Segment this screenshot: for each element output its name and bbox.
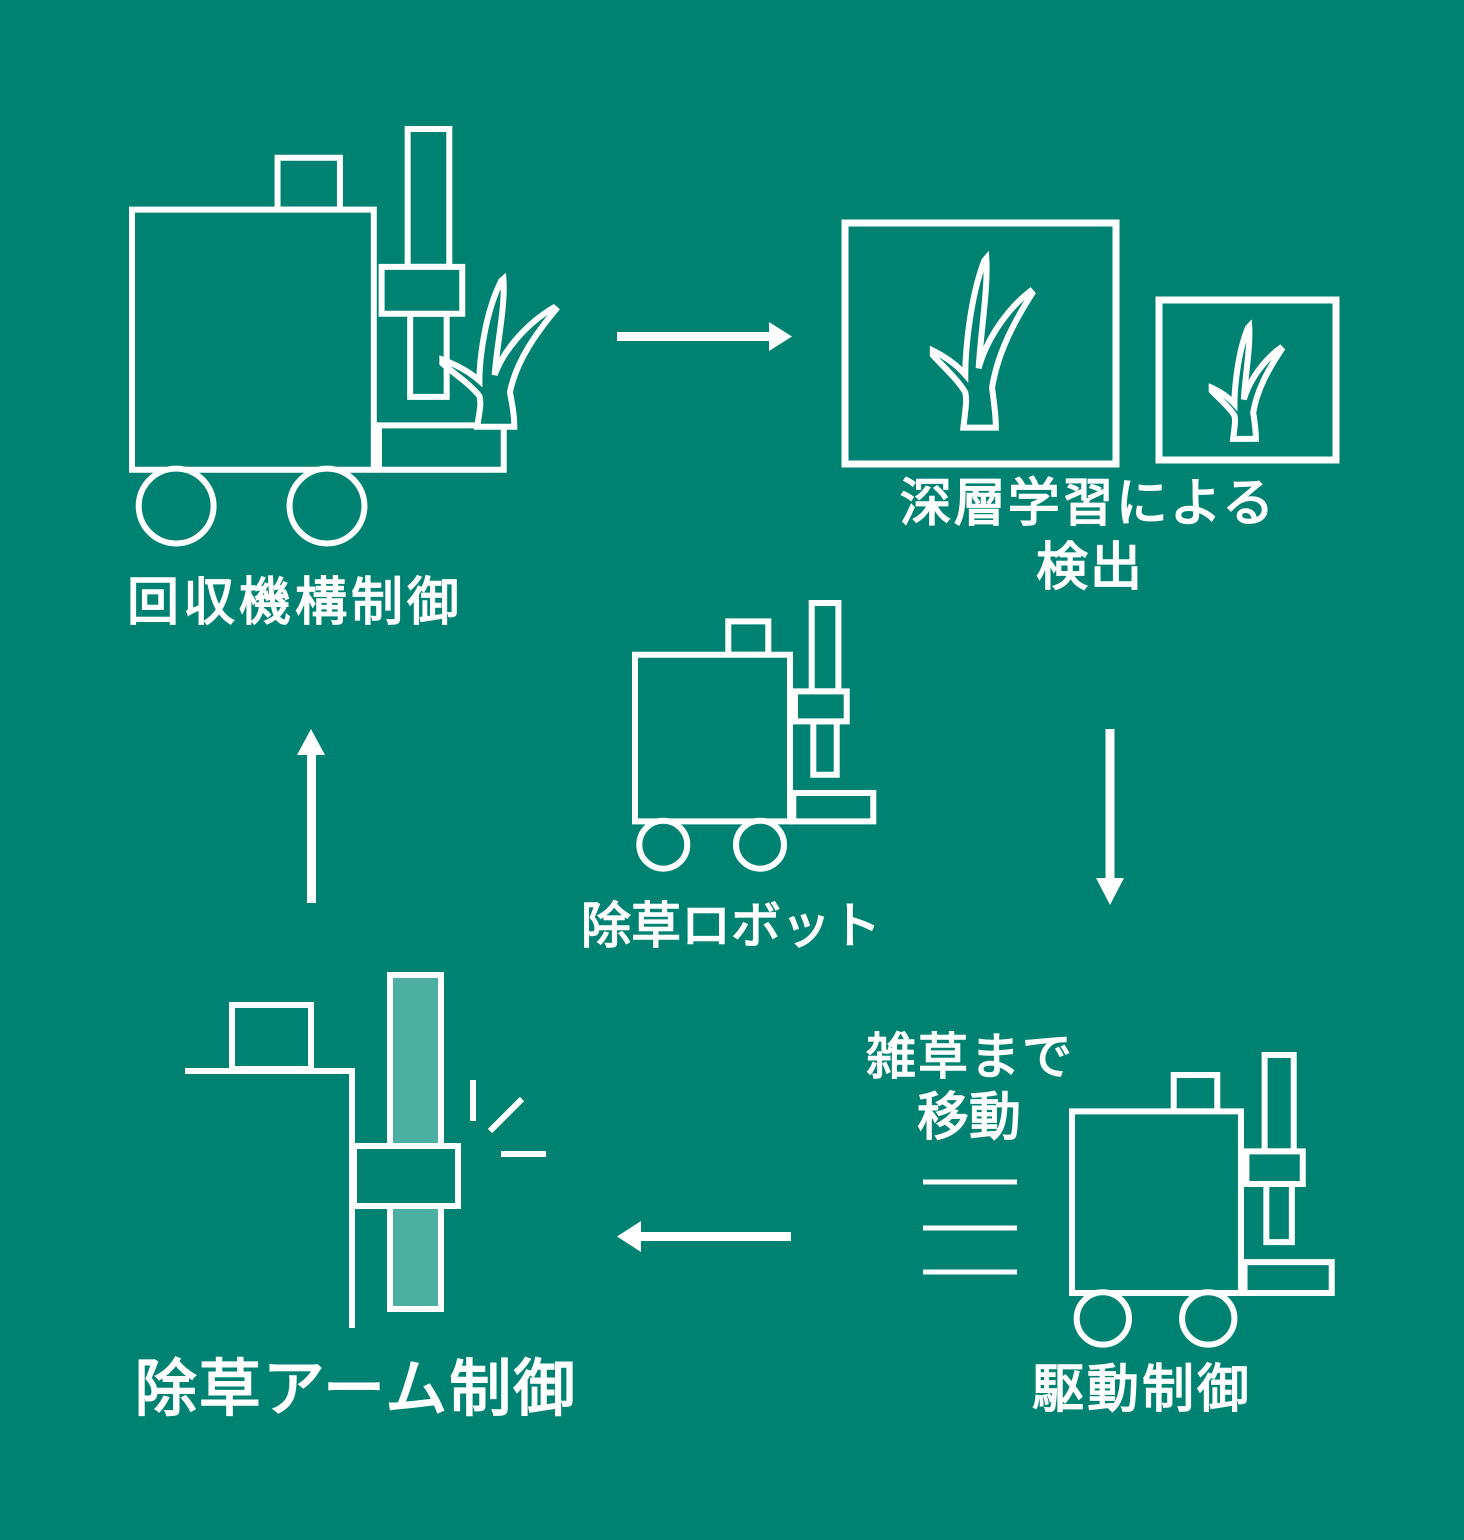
drive-label: 駆動制御 [1032, 1361, 1252, 1419]
arrow-right-shaft [617, 332, 770, 341]
arrow-right-icon [617, 322, 792, 351]
arrow-up-shaft [307, 753, 316, 903]
drive-annotation-line2: 移動 [917, 1089, 1021, 1147]
bounding-box-small-icon [1155, 296, 1340, 464]
motion-lines-icon [923, 1179, 1017, 1275]
arm-slider-block [351, 1143, 461, 1209]
arrow-left-shaft [639, 1232, 791, 1241]
bounding-box-large-icon [841, 219, 1120, 468]
arm-node: 除草アーム制御 [135, 972, 577, 1424]
collection-label: 回収機構制御 [127, 574, 463, 632]
impact-spark-icon [470, 1080, 546, 1157]
arrow-right-head [769, 322, 792, 351]
drive-node: 雑草まで 移動 駆動制御 [865, 1029, 1332, 1419]
arrow-left-head [617, 1221, 641, 1252]
detection-node: 深層学習による 検出 [841, 219, 1340, 597]
arrow-down-shaft [1105, 729, 1115, 879]
arrow-up-head [297, 729, 325, 755]
arm-rail-highlighted [387, 972, 444, 1312]
robot-label: 除草ロボット [581, 898, 881, 954]
detection-label-line2: 検出 [1036, 539, 1144, 597]
robot-node: 除草ロボット [581, 603, 881, 954]
arrow-down-icon [1096, 729, 1124, 905]
detection-label-line1: 深層学習による [900, 475, 1276, 533]
arrow-up-icon [297, 729, 325, 903]
arrow-down-head [1096, 878, 1124, 905]
arrow-left-icon [617, 1221, 791, 1252]
arm-closeup-icon [185, 972, 546, 1328]
spark-line [487, 1096, 525, 1134]
arm-sensor-box [229, 1002, 314, 1072]
drive-annotation-line1: 雑草まで [865, 1029, 1074, 1085]
arm-label: 除草アーム制御 [135, 1355, 577, 1424]
collection-node: 回収機構制御 [127, 129, 556, 632]
